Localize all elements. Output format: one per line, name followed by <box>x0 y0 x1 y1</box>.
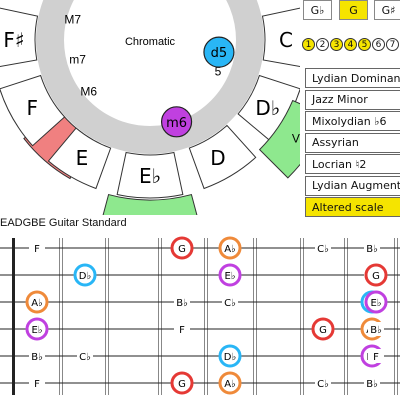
fret-note-f[interactable]: F <box>368 349 384 363</box>
fret-note-db[interactable]: D♭ <box>73 263 97 287</box>
fret-note-eb[interactable]: E♭ <box>364 290 388 314</box>
note-cell <box>47 127 112 190</box>
svg-text:C♭: C♭ <box>79 352 91 363</box>
degree-toggle-4[interactable]: 4 <box>344 38 357 51</box>
chord-label-v: V <box>292 131 300 145</box>
fret-note-cb[interactable]: C♭ <box>315 241 331 255</box>
interval-label: 5 <box>215 65 222 79</box>
degree-toggle-6[interactable]: 6 <box>372 38 385 51</box>
fret-note-f[interactable]: F <box>29 376 45 390</box>
svg-text:B♭: B♭ <box>176 298 188 309</box>
svg-text:E♭: E♭ <box>224 271 235 282</box>
scale-item-altered-scale[interactable]: Altered scale <box>305 197 400 217</box>
fret-note-f[interactable]: F <box>29 241 45 255</box>
fretboard-title: EADGBE Guitar Standard <box>0 217 127 229</box>
scale-item-lydian-dominant[interactable]: Lydian Dominant <box>305 68 400 88</box>
svg-text:C♭: C♭ <box>224 298 236 309</box>
key-button-gb[interactable]: G♭ <box>303 0 332 20</box>
svg-text:G: G <box>178 244 186 255</box>
degree-toggle-2[interactable]: 2 <box>316 38 329 51</box>
scale-item-mixolydian-b6[interactable]: Mixolydian ♭6 <box>305 111 400 131</box>
note-label-e[interactable]: E <box>76 146 89 170</box>
svg-text:F: F <box>373 352 379 363</box>
svg-text:D♭: D♭ <box>79 271 92 282</box>
key-button-g[interactable]: G <box>339 0 368 20</box>
svg-text:G: G <box>319 325 327 336</box>
fret-note-ab[interactable]: A♭ <box>25 290 49 314</box>
svg-text:B♭: B♭ <box>370 325 382 336</box>
svg-text:A♭: A♭ <box>224 244 236 255</box>
svg-text:D♭: D♭ <box>224 352 237 363</box>
fret-note-bb[interactable]: B♭ <box>364 241 380 255</box>
scale-item-jazz-minor[interactable]: Jazz Minor <box>305 89 400 110</box>
nut <box>12 238 15 395</box>
wheel-center-label: Chromatic <box>125 36 176 48</box>
note-label-fs[interactable]: F♯ <box>3 28 24 52</box>
fret-note-cb[interactable]: C♭ <box>222 295 238 309</box>
chord-label-vi: VI <box>144 213 155 215</box>
note-label-c[interactable]: C <box>279 28 293 52</box>
fret-note-bb[interactable]: B♭ <box>368 322 384 336</box>
fret-note-bb[interactable]: B♭ <box>174 295 190 309</box>
svg-text:d5: d5 <box>211 46 228 61</box>
svg-text:G: G <box>178 379 186 390</box>
note-cell <box>261 7 300 67</box>
marker-m6[interactable]: m6 <box>160 106 193 138</box>
interval-label: M7 <box>64 12 81 26</box>
interval-label: 4 <box>212 0 219 1</box>
fret-note-ab[interactable]: A♭ <box>218 371 242 395</box>
marker-d5[interactable]: d5 <box>203 36 235 68</box>
fret-note-ab[interactable]: A♭ <box>218 236 242 260</box>
interval-label: M6 <box>80 84 97 98</box>
svg-text:E♭: E♭ <box>31 325 42 336</box>
svg-text:F: F <box>34 244 40 255</box>
note-label-eb[interactable]: E♭ <box>139 164 161 188</box>
fret-note-g[interactable]: G <box>170 371 194 395</box>
degree-toggle-7[interactable]: 7 <box>386 38 399 51</box>
scale-item-assyrian[interactable]: Assyrian <box>305 132 400 153</box>
note-cell <box>188 124 257 190</box>
svg-text:E♭: E♭ <box>370 298 381 309</box>
svg-text:A♭: A♭ <box>31 298 43 309</box>
fret-note-g[interactable]: G <box>364 263 388 287</box>
circle-of-notes-wheel: ChromaticM7m74M65F♯FEE♭DD♭Cd4VVI1d5m6 <box>0 0 300 215</box>
fret-note-eb[interactable]: E♭ <box>25 317 49 341</box>
note-label-f[interactable]: F <box>26 96 38 120</box>
svg-text:B♭: B♭ <box>31 352 43 363</box>
fret-note-g[interactable]: G <box>170 236 194 260</box>
chord-cell-v <box>258 99 300 179</box>
fret-note-bb[interactable]: B♭ <box>29 349 45 363</box>
scale-item-locrian-n2[interactable]: Locrian ♮2 <box>305 154 400 174</box>
note-cell <box>0 74 66 147</box>
fret-note-db[interactable]: D♭ <box>218 344 242 368</box>
svg-text:F: F <box>179 325 185 336</box>
degree-toggle-5[interactable]: 5 <box>358 38 371 51</box>
interval-label: m7 <box>69 52 86 66</box>
key-button-gs[interactable]: G♯ <box>374 0 400 20</box>
scale-item-lydian-augmented[interactable]: Lydian Augmented <box>305 175 400 196</box>
fret-note-f[interactable]: F <box>174 322 190 336</box>
note-cell <box>0 7 39 67</box>
degree-toggle-3[interactable]: 3 <box>330 38 343 51</box>
svg-text:F: F <box>34 379 40 390</box>
note-cell <box>116 151 184 199</box>
chord-cell-vi <box>102 193 198 215</box>
fret-note-g[interactable]: G <box>311 317 335 341</box>
degree-toggle-1[interactable]: 1 <box>302 38 315 51</box>
note-label-db[interactable]: D♭ <box>255 96 280 120</box>
fret-note-cb[interactable]: C♭ <box>77 349 93 363</box>
fret-note-cb[interactable]: C♭ <box>315 376 331 390</box>
degree-ring <box>36 0 264 154</box>
fret-note-bb[interactable]: B♭ <box>364 376 380 390</box>
svg-text:B♭: B♭ <box>366 379 378 390</box>
svg-text:C♭: C♭ <box>317 244 329 255</box>
note-label-d[interactable]: D <box>210 146 225 170</box>
svg-text:B♭: B♭ <box>366 244 378 255</box>
svg-text:A♭: A♭ <box>224 379 236 390</box>
svg-text:C♭: C♭ <box>317 379 329 390</box>
svg-text:G: G <box>372 271 380 282</box>
fret-note-eb[interactable]: E♭ <box>218 263 242 287</box>
svg-text:m6: m6 <box>166 116 187 131</box>
